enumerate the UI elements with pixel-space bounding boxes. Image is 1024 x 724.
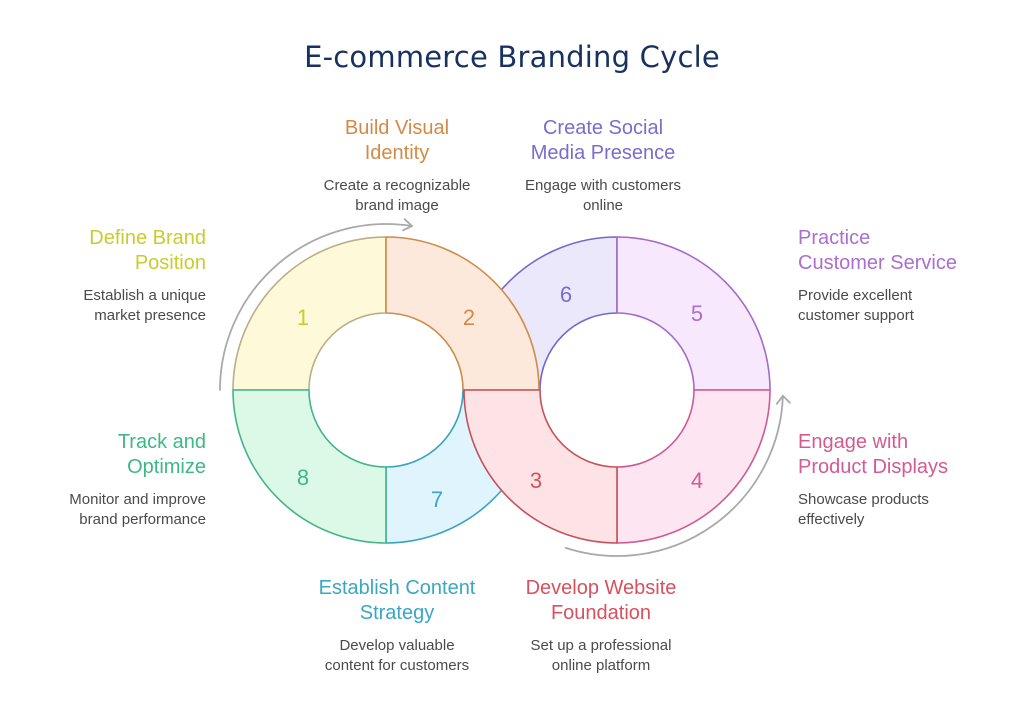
cycle-segment-1 (232, 236, 387, 391)
cycle-segment-8 (232, 389, 387, 544)
cycle-segment-3 (463, 389, 618, 544)
segment-number-7: 7 (431, 487, 443, 512)
segment-number-6: 6 (560, 282, 572, 307)
cycle-segment-2 (385, 236, 540, 391)
diagram-title: E-commerce Branding Cycle (304, 40, 720, 74)
cycle-segment-5 (616, 236, 771, 391)
segment-number-1: 1 (297, 305, 309, 330)
segment-number-8: 8 (297, 465, 309, 490)
segment-number-4: 4 (691, 468, 703, 493)
segment-number-3: 3 (530, 468, 542, 493)
segment-number-2: 2 (463, 305, 475, 330)
cycle-arrow-right-icon (564, 394, 784, 557)
cycle-arrow-left-icon-head (402, 218, 413, 232)
cycle-arrow-right-icon-head (775, 394, 791, 405)
segment-number-5: 5 (691, 301, 703, 326)
cycle-segment-4 (616, 389, 771, 544)
cycle-arrow-left-icon (219, 223, 413, 391)
